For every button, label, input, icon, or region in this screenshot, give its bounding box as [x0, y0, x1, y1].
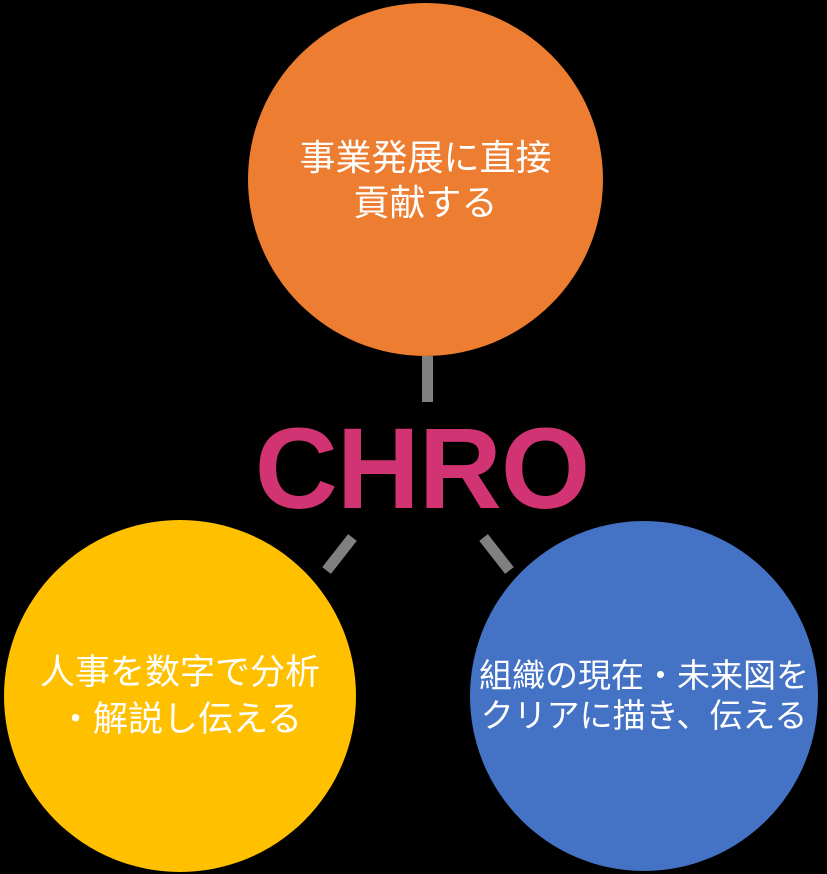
circle-business-contribution: 事業発展に直接 貢献する [248, 3, 603, 356]
circle-business-contribution-line1: 事業発展に直接 [299, 136, 552, 178]
circle-hr-analysis-line2: ・解説し伝える [58, 700, 302, 739]
circle-hr-analysis-label: 人事を数字で分析 ・解説し伝える [40, 649, 320, 743]
circle-org-vision: 組織の現在・未来図を クリアに描き、伝える [470, 521, 818, 871]
circle-org-vision-label: 組織の現在・未来図を クリアに描き、伝える [479, 656, 809, 736]
chro-title: CHRO [254, 405, 591, 533]
connector-top-line [422, 356, 433, 402]
circle-business-contribution-line2: 貢献する [353, 181, 498, 223]
circle-hr-analysis: 人事を数字で分析 ・解説し伝える [4, 520, 356, 872]
circle-org-vision-line2: クリアに描き、伝える [480, 697, 808, 734]
connector-right-line [479, 534, 514, 574]
connector-left-line [322, 534, 357, 574]
circle-hr-analysis-line1: 人事を数字で分析 [39, 653, 320, 692]
circle-business-contribution-label: 事業発展に直接 貢献する [299, 135, 551, 225]
circle-org-vision-line1: 組織の現在・未来図を [479, 657, 809, 694]
